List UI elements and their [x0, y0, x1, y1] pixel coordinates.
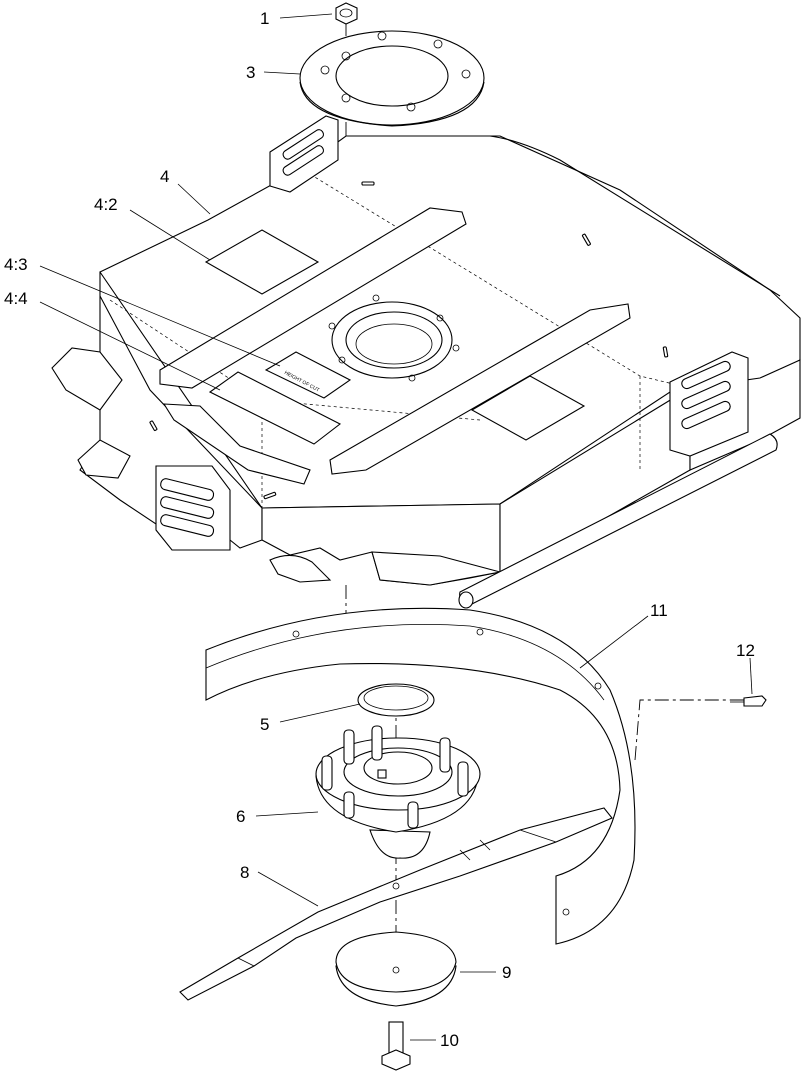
- callout-12: 12: [736, 641, 755, 660]
- part-3-flange-plate: [299, 30, 485, 127]
- part-9-cup: [335, 931, 457, 1007]
- decal-4-3: HEIGHT OF CUT: [264, 351, 352, 399]
- part-12-screw: [730, 695, 767, 707]
- part-5-seal-ring: [357, 683, 435, 717]
- part-6-spindle-housing: [315, 725, 481, 859]
- callout-4: 4: [160, 167, 169, 186]
- part-1-hex-bolt: [335, 2, 358, 25]
- deck-spindle-opening: [328, 294, 460, 382]
- callout-11: 11: [650, 601, 668, 620]
- deck-slots: [149, 181, 669, 500]
- callout-labels: 1 3 4 4:2 4:3 4:4 5 6 8 9 10 11 12: [4, 9, 755, 1050]
- leader-lines: [39, 13, 753, 1041]
- callout-9: 9: [502, 963, 511, 982]
- part-10-bolt: [381, 1021, 411, 1071]
- callout-10: 10: [440, 1031, 459, 1050]
- vent-bracket-right: [669, 351, 749, 457]
- callout-4-2: 4:2: [94, 195, 118, 214]
- callout-8: 8: [240, 863, 249, 882]
- decal-right: [470, 375, 586, 441]
- deck-stiffener-bars: [159, 207, 631, 485]
- part-8-blade: [179, 807, 613, 1001]
- callout-3: 3: [246, 63, 255, 82]
- decal-4-4: [208, 371, 342, 445]
- callout-5: 5: [260, 715, 269, 734]
- callout-4-4: 4:4: [4, 289, 28, 308]
- callout-6: 6: [236, 807, 245, 826]
- callout-4-3: 4:3: [4, 255, 28, 274]
- callout-1: 1: [260, 9, 269, 28]
- decal-4-2: [204, 229, 320, 295]
- part-11-baffle: [205, 607, 636, 945]
- vent-bracket-left: [155, 115, 339, 551]
